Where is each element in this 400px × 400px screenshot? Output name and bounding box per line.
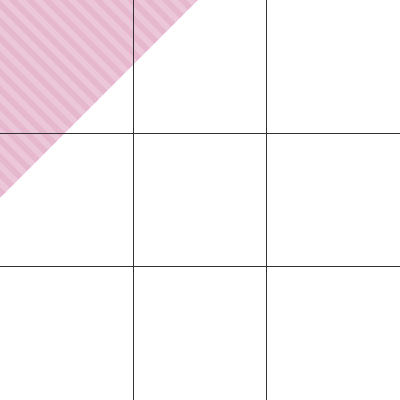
grid-line-vertical-1	[133, 0, 134, 400]
grid-line-vertical-2	[266, 0, 267, 400]
shaded-triangle-fill	[0, 0, 198, 198]
grid-line-horizontal-1	[0, 133, 400, 134]
grid-line-horizontal-2	[0, 266, 400, 267]
